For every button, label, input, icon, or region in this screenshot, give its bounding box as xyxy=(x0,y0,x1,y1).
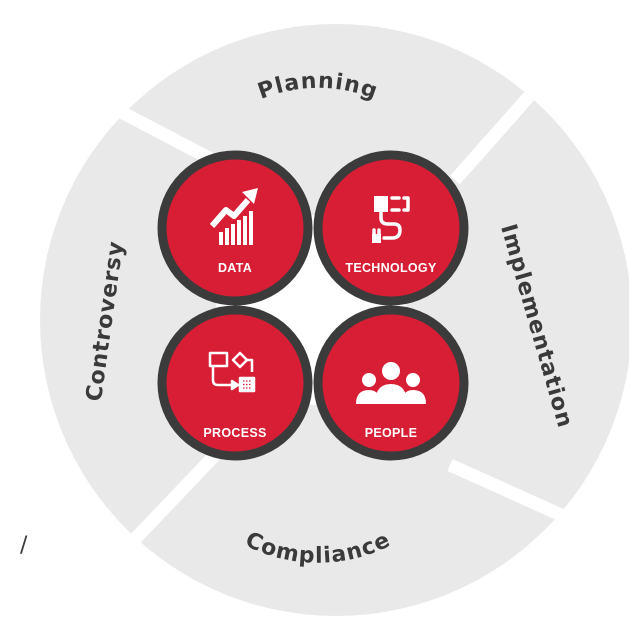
node-technology: TECHNOLOGY xyxy=(313,150,469,306)
node-process-label: PROCESS xyxy=(203,426,266,440)
growth-chart-icon xyxy=(209,188,258,245)
node-people: PEOPLE xyxy=(313,305,469,461)
flowchart-icon xyxy=(208,351,256,393)
group-icon xyxy=(356,362,426,404)
node-process: PROCESS xyxy=(157,305,313,461)
node-data: DATA xyxy=(157,150,313,306)
node-people-label: PEOPLE xyxy=(365,426,418,440)
node-people-circle xyxy=(313,305,469,461)
stray-slash: / xyxy=(20,533,28,558)
node-technology-label: TECHNOLOGY xyxy=(345,261,437,275)
plug-icon xyxy=(372,196,410,243)
node-technology-circle xyxy=(313,150,469,306)
node-data-label: DATA xyxy=(218,261,252,275)
ring-segment-gaps xyxy=(60,70,593,585)
